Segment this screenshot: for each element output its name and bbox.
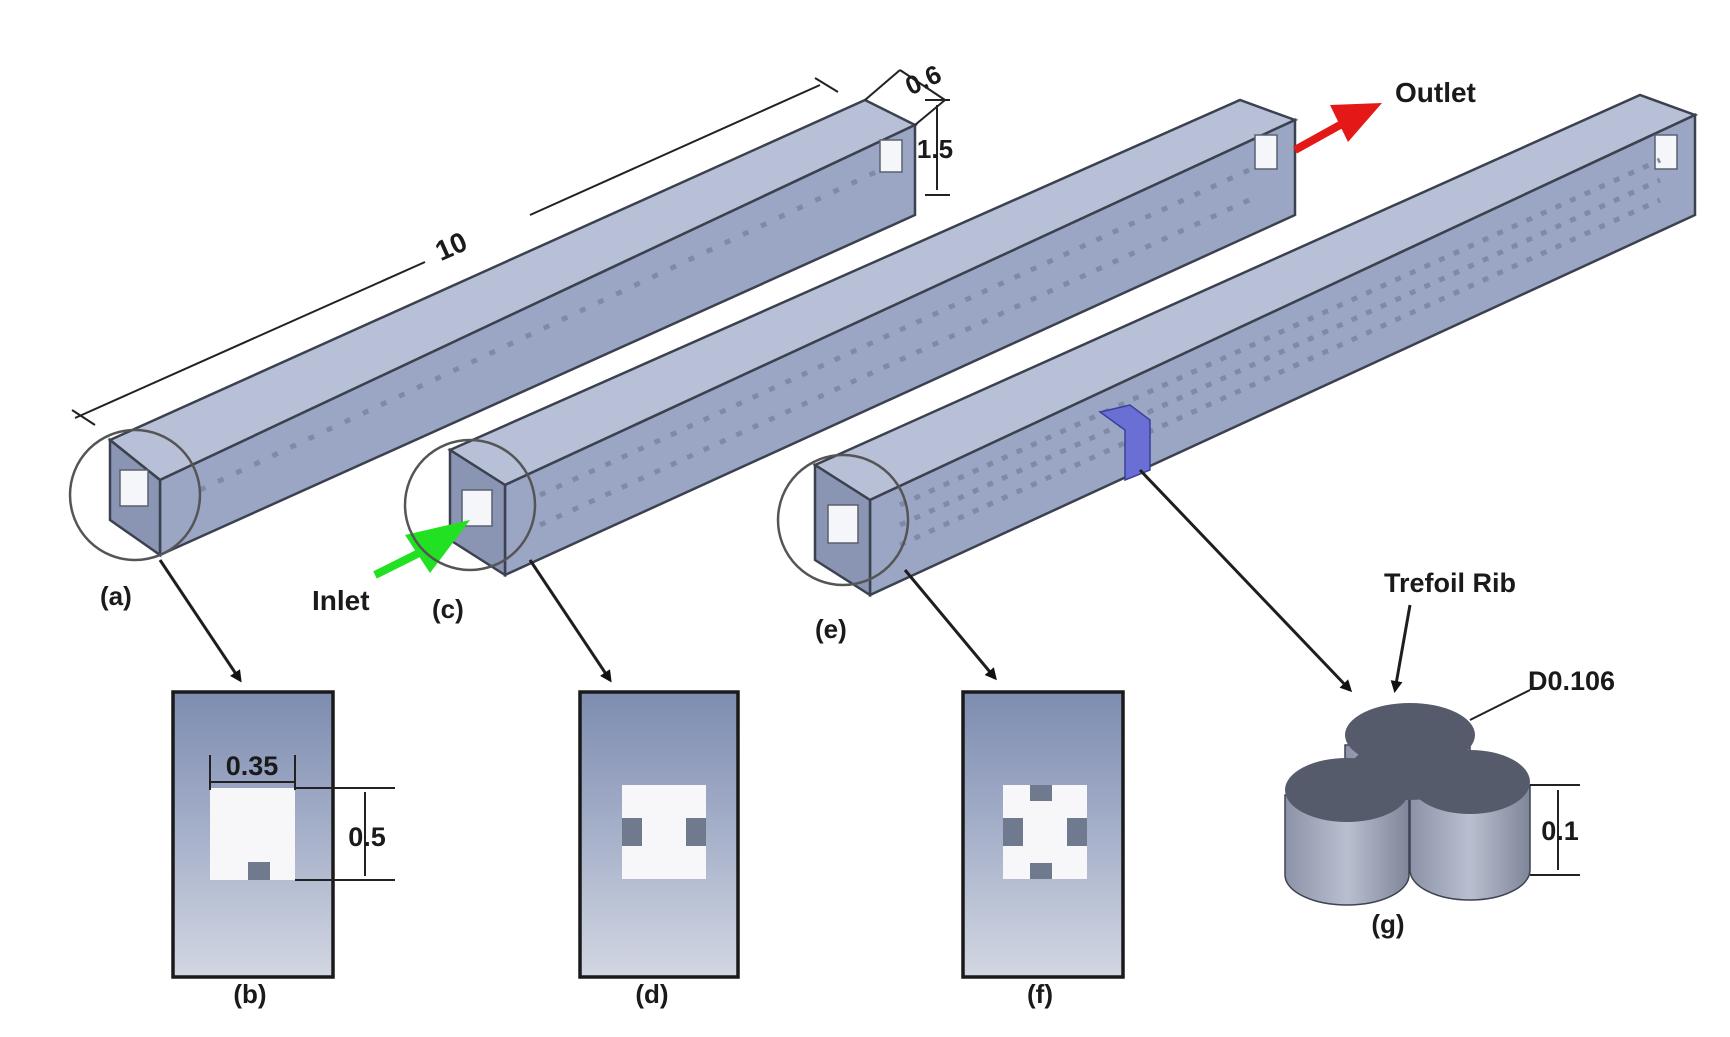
cross-section-b: 0.35 0.5	[171, 690, 395, 979]
zoom-circle-c	[403, 438, 537, 572]
duct-c-inlet-opening	[461, 489, 493, 527]
duct-a	[107, 98, 918, 558]
panel-d-rib-right	[686, 818, 706, 846]
inlet-label: Inlet	[312, 585, 370, 616]
outlet-arrow	[1293, 103, 1382, 154]
duct-c-ribs	[538, 162, 1262, 528]
outlet-label: Outlet	[1395, 77, 1476, 108]
label-b: (b)	[233, 979, 266, 1009]
trefoil-rib-3d	[1284, 703, 1531, 906]
height-dimension: 1.5	[917, 99, 953, 196]
trefoil-rib-label: Trefoil Rib	[1384, 568, 1516, 598]
rib-diameter-label: D0.106	[1528, 666, 1615, 696]
label-d: (d)	[635, 979, 668, 1009]
panel-d-rib-left	[622, 818, 642, 846]
height-label: 1.5	[917, 134, 953, 164]
panel-b-rib	[248, 862, 270, 880]
label-f: (f)	[1027, 979, 1053, 1009]
panel-f-rib-left	[1003, 818, 1023, 846]
zoom-circle-e	[776, 453, 910, 587]
panel-f-rib-right	[1067, 818, 1087, 846]
duct-a-ribs	[198, 167, 882, 493]
leader-arrow-e-to-f	[903, 569, 997, 681]
label-c: (c)	[432, 594, 464, 624]
cross-section-d	[578, 690, 740, 979]
label-a: (a)	[100, 581, 132, 611]
inlet-arrow	[373, 520, 470, 579]
label-e: (e)	[815, 614, 847, 644]
duct-e-inlet-opening	[827, 504, 859, 544]
opening-width-label: 0.35	[226, 751, 279, 781]
panel-f-rib-bottom	[1030, 863, 1052, 879]
duct-e-outlet-opening	[1654, 134, 1678, 170]
panel-f-rib-top	[1030, 785, 1052, 801]
length-label: 10	[431, 226, 472, 267]
label-g: (g)	[1371, 909, 1404, 939]
leader-arrow-rib-to-g	[1138, 468, 1353, 693]
rib-diameter-dimension: D0.106	[1469, 666, 1615, 721]
duct-a-inlet-opening	[119, 469, 149, 507]
duct-c	[447, 98, 1299, 578]
duct-e-ribs	[898, 157, 1662, 548]
rib-height-dimension: 0.1	[1530, 784, 1580, 876]
rib-height-label: 0.1	[1541, 816, 1579, 846]
duct-a-outlet-opening	[879, 139, 903, 173]
opening-height-label: 0.5	[348, 822, 386, 852]
zoom-circle-a	[68, 428, 202, 562]
highlighted-trefoil-rib	[1098, 404, 1151, 482]
duct-e	[812, 93, 1699, 598]
leader-arrow-a-to-b	[158, 559, 242, 683]
width-label: 0.6	[900, 59, 945, 101]
leader-arrow-c-to-d	[528, 559, 612, 683]
trefoil-rib-pointer	[1390, 604, 1412, 693]
cross-section-f	[961, 690, 1125, 979]
duct-c-outlet-opening	[1254, 134, 1278, 170]
